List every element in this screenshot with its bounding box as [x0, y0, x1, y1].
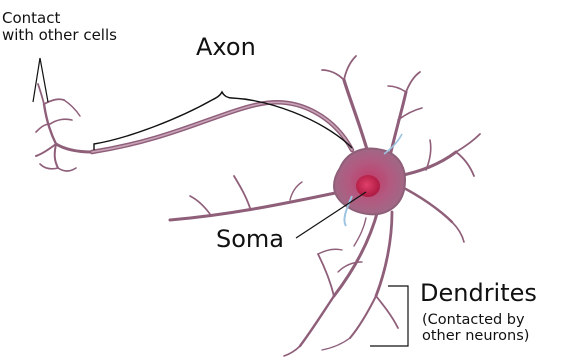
dendrite-branches	[170, 56, 480, 356]
axon-fiber	[92, 102, 352, 152]
contact-label-line2: with other cells	[2, 27, 117, 44]
dendrites-label: Dendrites	[420, 280, 537, 307]
contact-label-line1: Contact	[2, 10, 117, 27]
contact-callout	[33, 58, 48, 102]
dendrites-sublabel-line2: other neurons)	[422, 328, 529, 344]
nucleus	[356, 175, 380, 197]
dendrites-sublabel-line1: (Contacted by	[422, 312, 529, 328]
axon-label: Axon	[196, 34, 256, 61]
contact-label: Contact with other cells	[2, 10, 117, 44]
axon-terminals	[36, 84, 92, 171]
soma-label: Soma	[216, 226, 284, 253]
axon-bracket	[94, 92, 352, 150]
dendrites-sublabel: (Contacted by other neurons)	[422, 312, 529, 344]
soma-body	[334, 134, 405, 226]
